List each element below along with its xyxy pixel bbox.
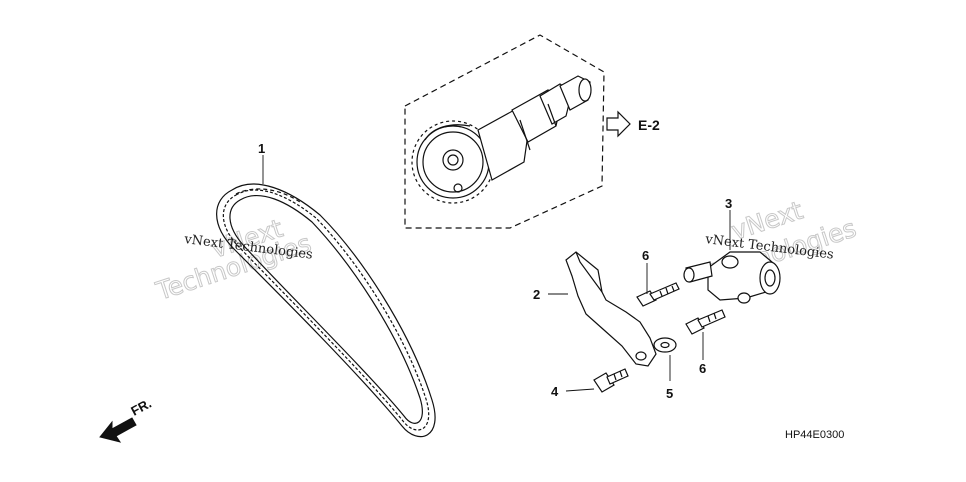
reference-e2: E-2 — [606, 110, 660, 138]
callout-2: 2 — [533, 287, 540, 302]
camshaft-assembly — [404, 34, 605, 229]
callouts: 1 2 3 4 5 6 6 — [258, 141, 732, 401]
camshaft — [477, 75, 592, 181]
bolt-6-lower — [685, 309, 726, 335]
diagram-code: HP44E0300 — [785, 429, 844, 441]
front-direction: FR. — [99, 396, 154, 443]
callout-5: 5 — [666, 386, 673, 401]
callout-6-upper: 6 — [642, 248, 649, 263]
leader-lines — [262, 155, 731, 392]
reference-arrow-icon — [606, 110, 631, 138]
tensioner-arm — [565, 251, 657, 367]
watermark-left: vNext Technologies vNext Technologies — [151, 213, 315, 307]
callout-3: 3 — [725, 196, 732, 211]
front-label: FR. — [128, 396, 154, 419]
bolt-4 — [593, 368, 629, 393]
chain-tensioner — [683, 251, 781, 304]
washer — [653, 337, 677, 353]
reference-label: E-2 — [638, 117, 660, 133]
camshaft-group-outline — [404, 34, 605, 229]
front-arrow-icon — [99, 417, 137, 443]
cam-chain — [216, 183, 436, 438]
callout-4: 4 — [551, 384, 559, 399]
callout-6-lower: 6 — [699, 361, 706, 376]
bolt-6-upper — [636, 282, 680, 307]
callout-1: 1 — [258, 141, 265, 156]
